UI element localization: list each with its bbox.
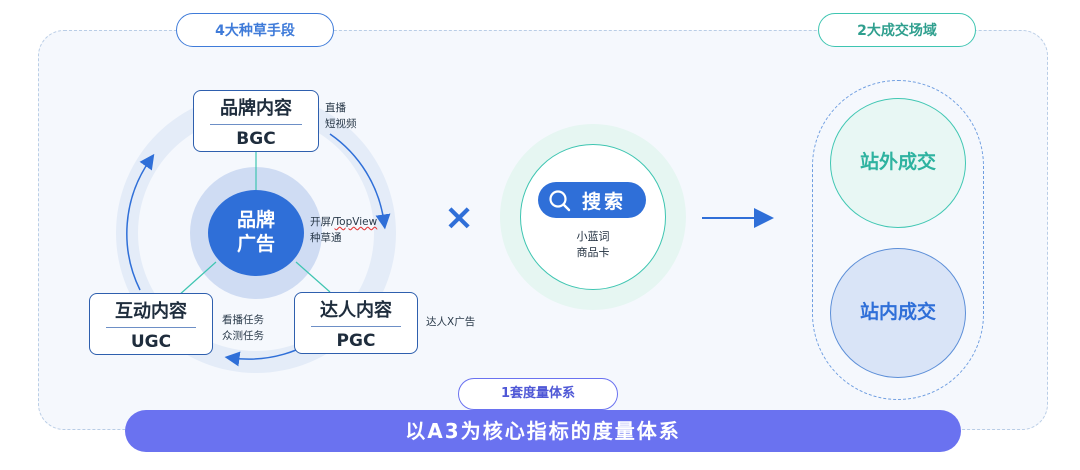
onsite-deal-circle: 站内成交 — [830, 248, 966, 378]
deal-areas-capsule — [812, 80, 984, 400]
creator-content-notes: 达人X广告 — [426, 314, 475, 330]
connector-left — [177, 261, 217, 297]
interactive-content-notes: 看播任务 众测任务 — [222, 312, 264, 344]
cycle-arrow-left — [126, 153, 155, 291]
note-zhongcaotong: 种草通 — [310, 232, 342, 244]
note-short-video: 短视频 — [325, 118, 357, 130]
multiply-sign: × — [444, 197, 475, 238]
search-subtext: 小蓝词 商品卡 — [540, 229, 646, 261]
search-sub-blue-word: 小蓝词 — [576, 230, 610, 243]
offsite-deal-circle: 站外成交 — [830, 98, 966, 228]
brand-content-title: 品牌内容 — [220, 98, 292, 119]
search-icon — [548, 189, 572, 217]
brand-content-notes: 直播 短视频 — [325, 100, 357, 132]
note-creator-ad: 达人X广告 — [426, 316, 476, 328]
brand-ad-line2: 广告 — [236, 233, 275, 255]
note-live: 直播 — [325, 102, 346, 114]
brand-ad-notes: 开屏/TopView 种草通 — [310, 214, 377, 246]
brand-content-code: BGC — [236, 129, 276, 149]
bottom-banner: 以A3为核心指标的度量体系 — [125, 410, 961, 452]
creator-content-code: PGC — [336, 331, 376, 351]
brand-ad-circle: 品牌 广告 — [208, 190, 304, 276]
search-sub-product-card: 商品卡 — [576, 246, 610, 259]
interactive-content-title: 互动内容 — [115, 301, 187, 322]
brand-content-box: 品牌内容 BGC — [193, 90, 319, 152]
interactive-content-box: 互动内容 UGC — [89, 293, 213, 355]
note-trial-task: 众测任务 — [222, 330, 264, 342]
interactive-content-code: UGC — [130, 332, 172, 352]
brand-ad-line1: 品牌 — [236, 209, 275, 231]
metric-system-tag: 1套度量体系 — [458, 378, 618, 410]
note-splash-topview: 开屏/TopView — [310, 216, 378, 228]
search-pill: 搜索 — [538, 182, 646, 218]
creator-content-title: 达人内容 — [320, 300, 392, 321]
search-label: 搜索 — [582, 191, 627, 213]
creator-content-box: 达人内容 PGC — [294, 292, 418, 354]
cycle-arrow-right — [329, 133, 391, 230]
planting-methods-tag: 4大种草手段 — [176, 13, 334, 47]
connector-right — [295, 261, 331, 293]
note-watch-task: 看播任务 — [222, 314, 264, 326]
deal-areas-tag: 2大成交场域 — [818, 13, 976, 47]
